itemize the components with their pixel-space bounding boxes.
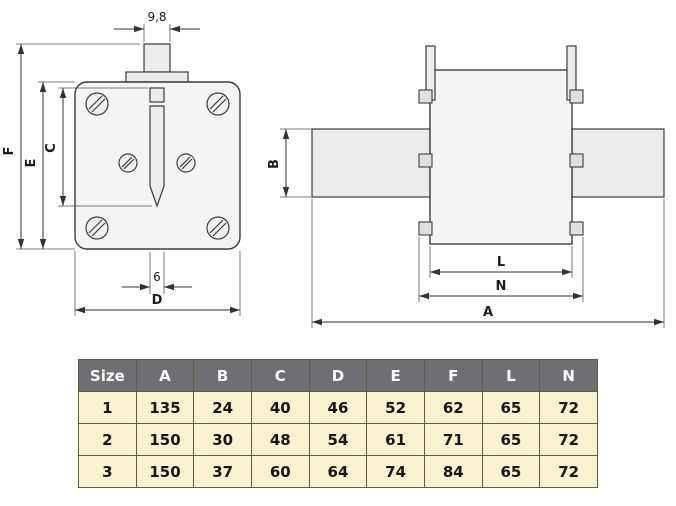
size-cell: 2 <box>78 423 137 456</box>
dim-label-e: E <box>24 159 39 168</box>
front-view: 9,8 F E C 6 <box>2 10 241 316</box>
size-cell: 3 <box>78 455 137 488</box>
dim-d: D <box>74 251 241 316</box>
corner-screws <box>85 92 230 240</box>
dim-label-l: L <box>497 255 505 270</box>
dim-label-d: D <box>152 293 163 308</box>
dim-l: L <box>429 246 573 278</box>
value-cell: 62 <box>423 391 483 424</box>
table-row: 1 135 24 40 46 52 62 65 72 <box>78 391 598 424</box>
knob-flange <box>125 71 189 83</box>
middle-screws <box>118 153 196 173</box>
value-cell: 71 <box>423 423 483 456</box>
col-header-f: F <box>423 359 483 392</box>
value-cell: 37 <box>193 455 252 488</box>
value-cell: 40 <box>250 391 310 424</box>
col-header-c: C <box>250 359 310 392</box>
indicator-knob <box>143 43 171 73</box>
size-cell: 1 <box>78 391 137 424</box>
table-row: 3 150 37 60 64 74 84 65 72 <box>78 455 598 488</box>
dim-label-knob-width: 9,8 <box>147 10 166 24</box>
dim-blade-width: 6 <box>122 252 192 294</box>
value-cell: 54 <box>308 423 368 456</box>
value-cell: 46 <box>308 391 368 424</box>
value-cell: 48 <box>250 423 310 456</box>
value-cell: 72 <box>539 455 598 488</box>
dim-c: C <box>44 87 152 207</box>
dim-label-c: C <box>44 143 59 153</box>
fuse-body-side <box>429 69 573 245</box>
value-cell: 64 <box>308 455 368 488</box>
dim-label-b: B <box>267 159 282 169</box>
value-cell: 150 <box>135 423 195 456</box>
right-blade <box>571 128 665 198</box>
col-header-l: L <box>481 359 541 392</box>
dim-knob-width: 9,8 <box>114 10 200 42</box>
table-row: 2 150 30 48 54 61 71 65 72 <box>78 423 598 456</box>
dim-b: B <box>267 128 312 198</box>
dim-a: A <box>311 199 665 328</box>
indicator-window <box>149 87 165 103</box>
center-blade <box>149 105 165 208</box>
value-cell: 65 <box>481 455 541 488</box>
col-header-e: E <box>366 359 425 392</box>
side-view: B L N A <box>267 45 665 328</box>
value-cell: 72 <box>539 391 598 424</box>
table-header-row: Size A B C D E F L N <box>78 359 598 392</box>
dim-e: E <box>24 81 75 249</box>
value-cell: 30 <box>193 423 252 456</box>
dim-label-blade-width: 6 <box>153 270 161 284</box>
technical-drawing: 9,8 F E C 6 <box>2 10 665 328</box>
value-cell: 61 <box>366 423 425 456</box>
value-cell: 72 <box>539 423 598 456</box>
value-cell: 24 <box>193 391 252 424</box>
value-cell: 52 <box>366 391 425 424</box>
col-header-a: A <box>135 359 195 392</box>
dim-label-f: F <box>2 147 17 156</box>
dim-label-n: N <box>496 279 507 294</box>
col-header-n: N <box>539 359 598 392</box>
dim-f: F <box>2 43 140 250</box>
clamps <box>418 89 584 236</box>
value-cell: 60 <box>250 455 310 488</box>
dim-n: N <box>418 237 584 302</box>
left-blade <box>311 128 431 198</box>
value-cell: 74 <box>366 455 425 488</box>
dim-label-a: A <box>483 305 493 320</box>
value-cell: 135 <box>135 391 195 424</box>
dimension-table: Size A B C D E F L N 1 135 24 40 46 52 6… <box>78 359 598 488</box>
value-cell: 150 <box>135 455 195 488</box>
value-cell: 84 <box>423 455 483 488</box>
col-header-size: Size <box>78 359 137 392</box>
col-header-d: D <box>308 359 368 392</box>
value-cell: 65 <box>481 423 541 456</box>
value-cell: 65 <box>481 391 541 424</box>
col-header-b: B <box>193 359 252 392</box>
